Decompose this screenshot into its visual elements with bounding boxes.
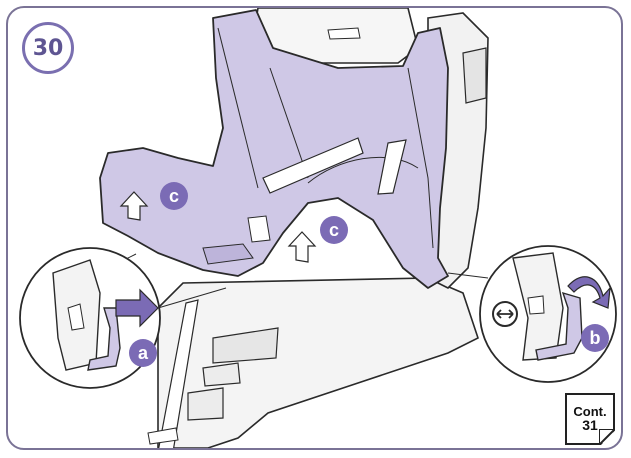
continuation-page: 31: [582, 418, 598, 433]
continuation-label: Cont.: [573, 405, 606, 419]
car-seat-illustration: [8, 8, 623, 450]
marker-c-right: c: [320, 216, 348, 244]
instruction-panel: 30 c c a b Cont. 31: [6, 6, 623, 450]
detail-circle-right: [480, 246, 616, 382]
seat-base: [158, 278, 478, 448]
lift-arrow-right: [289, 232, 315, 262]
page-fold-icon: [599, 429, 615, 445]
marker-c-left: c: [160, 182, 188, 210]
step-number-badge: 30: [22, 22, 74, 74]
marker-b: b: [581, 324, 609, 352]
marker-a: a: [129, 339, 157, 367]
detail-circle-left: [20, 248, 160, 388]
